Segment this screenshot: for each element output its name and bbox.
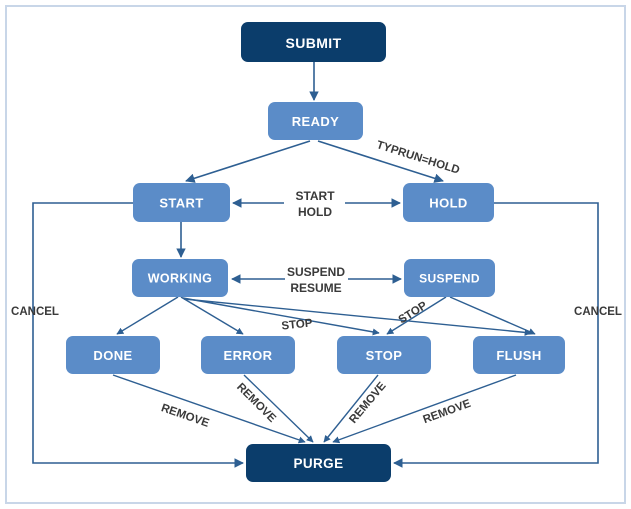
edge-label-start: START — [295, 189, 335, 203]
edge-labels-layer: TYPRUN=HOLD START HOLD SUSPEND RESUME ST… — [11, 139, 622, 430]
node-purge[interactable]: PURGE — [246, 444, 391, 482]
edge-ready-hold — [317, 140, 444, 183]
node-stop-label: STOP — [366, 348, 403, 363]
node-stop[interactable]: STOP — [337, 336, 431, 374]
node-flush-label: FLUSH — [496, 348, 541, 363]
node-done-label: DONE — [93, 348, 132, 363]
edge-label-remove-flush: REMOVE — [422, 398, 473, 426]
node-ready[interactable]: READY — [268, 102, 363, 140]
edge-ready-start — [185, 140, 311, 183]
edge-label-cancel-left: CANCEL — [11, 306, 59, 318]
nodes-layer: SUBMIT READY START HOLD WORKING SUSPEND — [66, 22, 565, 482]
edge-working-error — [180, 296, 244, 335]
edge-suspend-flush — [449, 296, 536, 335]
node-done[interactable]: DONE — [66, 336, 160, 374]
edge-working-flush — [183, 298, 532, 336]
node-hold[interactable]: HOLD — [403, 183, 494, 222]
node-submit-label: SUBMIT — [285, 35, 341, 51]
edge-stop-purge — [323, 374, 379, 443]
node-hold-label: HOLD — [429, 196, 467, 211]
edges-layer — [32, 62, 599, 468]
node-flush[interactable]: FLUSH — [473, 336, 565, 374]
edge-hold-cancel-purge — [393, 202, 599, 468]
edge-suspend-stop — [386, 296, 447, 335]
node-start[interactable]: START — [133, 183, 230, 222]
edge-label-typrun-hold: TYPRUN=HOLD — [375, 139, 461, 177]
edge-flush-purge — [332, 374, 517, 444]
edge-working-stop — [182, 297, 380, 336]
edge-error-purge — [243, 374, 314, 443]
edge-working-done — [116, 296, 179, 335]
node-submit[interactable]: SUBMIT — [241, 22, 386, 62]
node-working-label: WORKING — [148, 272, 213, 286]
node-purge-label: PURGE — [293, 456, 343, 471]
node-working[interactable]: WORKING — [132, 259, 228, 297]
edge-label-suspend: SUSPEND — [287, 265, 345, 279]
node-error-label: ERROR — [224, 348, 273, 363]
edge-label-hold: HOLD — [298, 205, 332, 219]
edge-label-resume: RESUME — [290, 281, 341, 295]
edge-done-purge — [112, 374, 306, 444]
node-ready-label: READY — [292, 114, 340, 129]
node-suspend-label: SUSPEND — [419, 272, 480, 286]
diagram-frame-border — [5, 5, 626, 504]
node-suspend[interactable]: SUSPEND — [404, 259, 495, 297]
edge-start-cancel-purge — [32, 202, 244, 468]
node-start-label: START — [159, 196, 203, 211]
edge-label-stop-from-working: STOP — [281, 317, 314, 332]
edge-label-cancel-right: CANCEL — [574, 306, 622, 318]
node-error[interactable]: ERROR — [201, 336, 295, 374]
